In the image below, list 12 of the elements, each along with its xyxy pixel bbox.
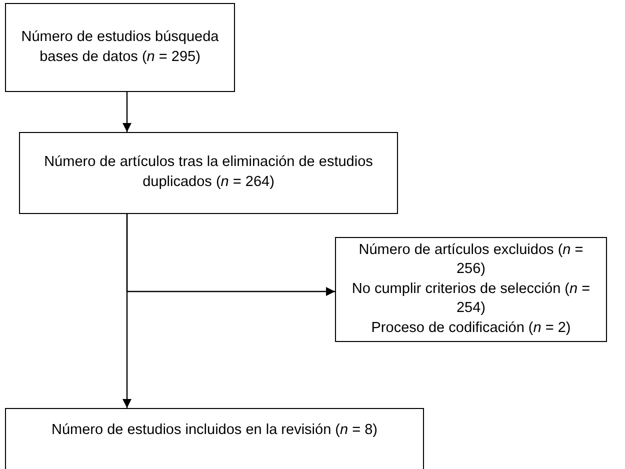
box-text: Número de artículos excluidos (n = 256) [358, 240, 584, 280]
arrow [122, 214, 132, 408]
box-text: Proceso de codificación (n = 2) [371, 318, 571, 338]
box-text: No cumplir criterios de selección (n = 254) [350, 280, 592, 318]
box-text: Número de artículos tras la eliminación de estudios duplicados (n = 264) [43, 153, 374, 192]
process-box [335, 237, 607, 342]
box-text: Número de estudios incluidos en la revisión (n = 8) [51, 421, 378, 440]
arrow [122, 92, 132, 132]
process-box [19, 132, 398, 214]
process-box [5, 408, 424, 469]
box-text: Número de estudios búsqueda bases de datos (n = 295) [20, 28, 220, 66]
process-box [5, 3, 235, 92]
